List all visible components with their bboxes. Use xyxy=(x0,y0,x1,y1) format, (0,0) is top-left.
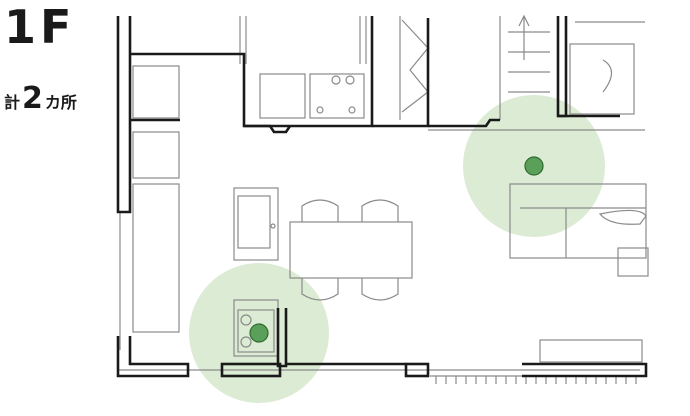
stove-top xyxy=(309,73,365,119)
count-prefix: 計 xyxy=(4,93,21,112)
count-number: 2 xyxy=(22,81,43,116)
walls xyxy=(116,16,648,378)
floor-title: 1F xyxy=(4,0,76,54)
living-room-marker xyxy=(524,156,544,176)
markers-layer xyxy=(249,156,544,343)
dining-table xyxy=(289,221,413,279)
sofa xyxy=(509,183,647,259)
count-suffix: カ所 xyxy=(44,93,77,112)
kitchen-marker xyxy=(249,323,269,343)
furniture-outlines xyxy=(118,14,649,371)
